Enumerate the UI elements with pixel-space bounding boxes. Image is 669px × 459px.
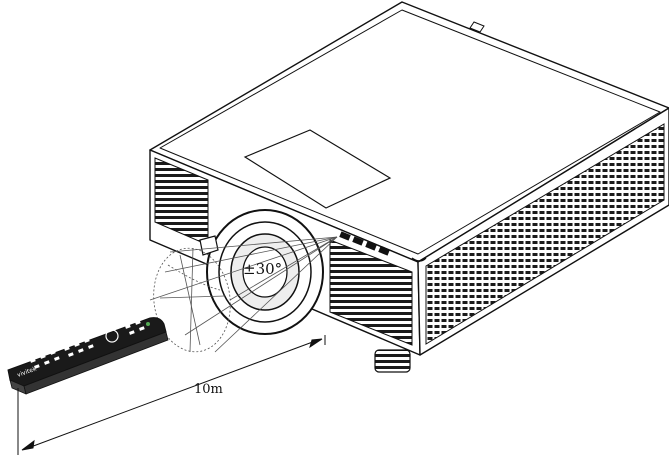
projector-foot bbox=[374, 349, 411, 373]
ir-reception-cone bbox=[149, 236, 338, 353]
side-vents bbox=[425, 123, 665, 345]
lid-window bbox=[243, 129, 392, 209]
distance-label: 10m bbox=[194, 382, 223, 397]
front-right-vents bbox=[329, 239, 413, 346]
angle-label: ±30° bbox=[243, 260, 283, 278]
front-buttons bbox=[339, 231, 390, 256]
distance-dimension bbox=[17, 335, 326, 455]
remote-control bbox=[7, 317, 169, 395]
projector-lens bbox=[199, 209, 324, 335]
